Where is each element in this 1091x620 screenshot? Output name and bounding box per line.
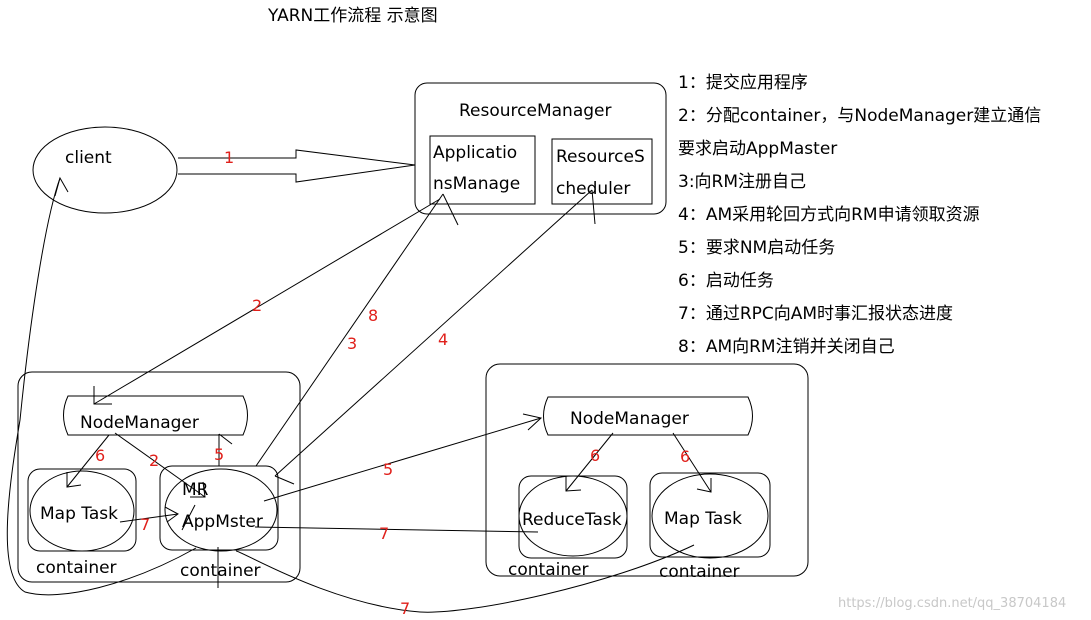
client-label: client <box>65 148 112 168</box>
edge-3-label: 3 <box>347 334 357 353</box>
watermark: https://blog.csdn.net/qq_38704184 <box>838 596 1066 611</box>
container-label-3: container <box>508 560 589 580</box>
left-node-group: NodeManager Map Task container MR AppMst… <box>17 371 301 583</box>
edge-7-maptask-to-am: 7 <box>119 506 179 534</box>
map-task-left-label: Map Task <box>40 504 118 524</box>
edge-7c-label: 7 <box>400 599 410 618</box>
edge-1-label: 1 <box>224 148 234 167</box>
edge-4-am-to-scheduler: 4 <box>274 189 596 485</box>
step-1: 1：提交应用程序 <box>678 73 808 93</box>
step-2: 2：分配container，与NodeManager建立通信 <box>678 106 1041 126</box>
edge-2-label: 2 <box>252 296 262 315</box>
edge-7b-label: 7 <box>379 524 389 543</box>
edge-5-am-to-nm-left: 5 <box>214 433 233 466</box>
container-label-2: container <box>180 561 261 581</box>
resource-scheduler-box <box>551 138 653 205</box>
step-4: 4：AM采用轮回方式向RM申请领取资源 <box>678 205 980 225</box>
edge-2b-label: 2 <box>149 451 159 470</box>
step-list: 1：提交应用程序 2：分配container，与NodeManager建立通信 … <box>678 73 1041 357</box>
edge-1-submit: 1 <box>178 148 416 183</box>
edge-7-reducetask-to-am: 7 <box>254 524 539 543</box>
step-5: 5：要求NM启动任务 <box>678 238 835 258</box>
step-2-cont: 要求启动AppMaster <box>678 139 837 159</box>
client-node: client <box>32 126 178 214</box>
right-node-group: NodeManager ReduceTask container Map Tas… <box>485 363 809 582</box>
diagram-title: YARN工作流程 示意图 <box>267 6 438 26</box>
mr-appmaster-line-2: AppMster <box>182 512 263 532</box>
edge-3-8-am-to-rm: 3 8 <box>255 193 459 467</box>
step-8: 8：AM向RM注销并关闭自己 <box>678 337 895 357</box>
edge-5b-label: 5 <box>383 460 393 479</box>
applications-manager-box <box>429 135 536 205</box>
map-task-right-container: Map Task container <box>649 472 771 582</box>
map-task-right-label: Map Task <box>664 509 742 529</box>
edge-6-nm-to-maptask-right: 6 <box>672 432 712 493</box>
node-manager-left-label: NodeManager <box>80 413 199 433</box>
edge-6a-label: 6 <box>95 446 105 465</box>
step-3: 3:向RM注册自己 <box>678 172 806 192</box>
reduce-task-label: ReduceTask <box>522 510 622 530</box>
step-6: 6：启动任务 <box>678 271 774 291</box>
resource-manager-node: ResourceManager Applicatio nsManage Reso… <box>414 82 667 215</box>
edge-2-rm-to-nm: 2 <box>93 198 441 405</box>
edge-6b-label: 6 <box>590 446 600 465</box>
applications-manager-line-2: nsManage <box>433 174 520 194</box>
edge-8-label: 8 <box>368 306 378 325</box>
applications-manager-line-1: Applicatio <box>433 143 517 163</box>
edge-2-nm-to-am: 2 <box>114 432 206 498</box>
container-label-4: container <box>659 562 740 582</box>
node-manager-left: NodeManager <box>63 395 248 436</box>
edge-4-label: 4 <box>438 330 448 349</box>
edge-6-nm-to-reducetask: 6 <box>565 432 614 492</box>
map-task-left-container: Map Task container <box>27 468 137 578</box>
am-inner-arrow <box>181 504 196 531</box>
node-manager-right: NodeManager <box>543 396 753 436</box>
container-label-1: container <box>36 558 117 578</box>
step-7: 7：通过RPC向AM时事汇报状态进度 <box>678 304 953 324</box>
reduce-task-container: ReduceTask container <box>508 475 628 580</box>
resource-scheduler-line-1: ResourceS <box>556 147 645 167</box>
edge-6-nm-to-maptask-left: 6 <box>66 434 110 488</box>
edge-5a-label: 5 <box>214 445 224 464</box>
edge-5-am-to-nm-right: 5 <box>263 413 543 502</box>
resource-scheduler-line-2: cheduler <box>556 179 630 199</box>
edge-7-maptask-right-to-am: 7 <box>217 544 695 618</box>
resource-manager-label: ResourceManager <box>459 101 611 121</box>
mr-appmaster-container: MR AppMster container <box>159 465 279 581</box>
edge-6c-label: 6 <box>680 447 690 466</box>
node-manager-right-label: NodeManager <box>570 409 689 429</box>
edge-7a-label: 7 <box>140 515 150 534</box>
edge-am-to-client <box>6 176 197 596</box>
